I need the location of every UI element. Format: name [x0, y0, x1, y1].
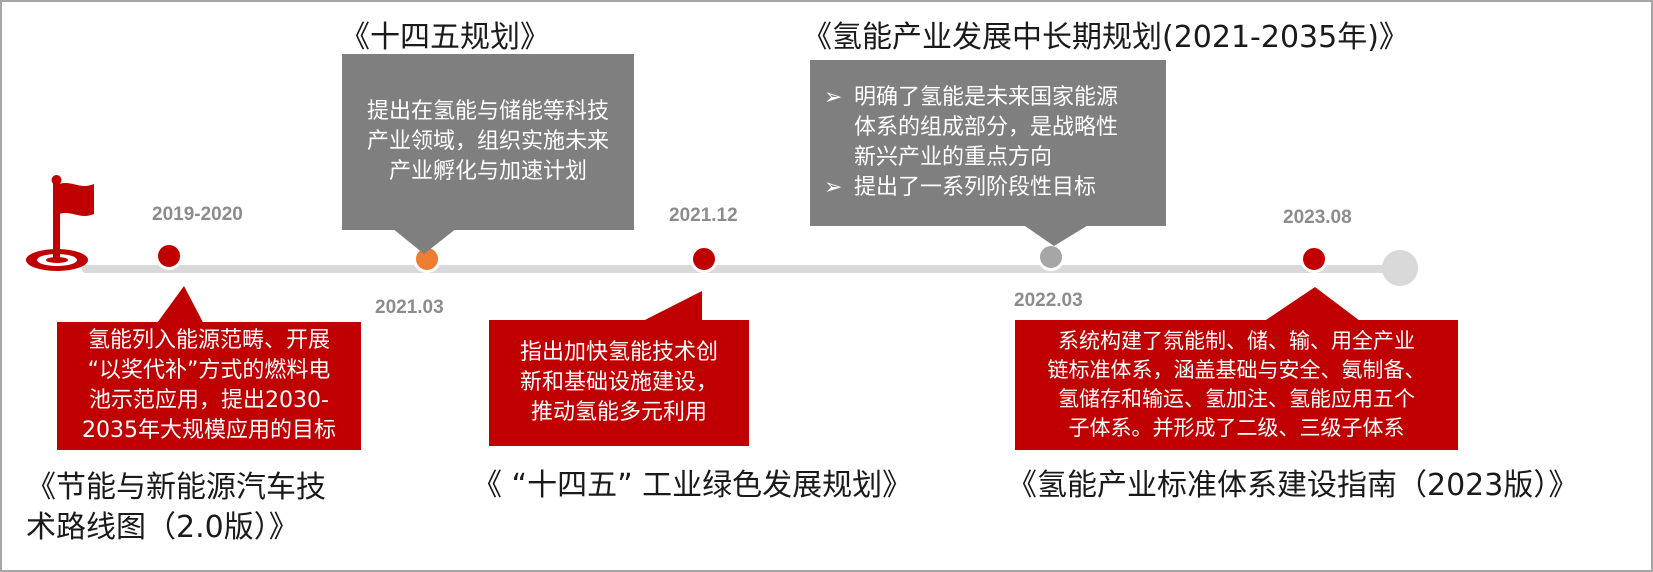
milestone-date: 2019-2020 — [152, 204, 243, 225]
milestone-title: 《十四五规划》 — [340, 20, 550, 55]
arrow-bullet-icon: ➢ — [824, 85, 843, 110]
milestone-date: 2021.12 — [669, 205, 738, 226]
milestone-title: 《氢能产业发展中长期规划(2021-2035年)》 — [802, 20, 1409, 55]
milestone-title: 《节能与新能源汽车技 术路线图（2.0版）》 — [26, 470, 326, 545]
callout-text: 系统构建了氛能制、储、输、用全产业 链标准体系，涵盖基础与安全、氨制备、 氢储存… — [1047, 329, 1426, 440]
milestone-callout: 提出在氢能与储能等科技 产业领域，组织实施未来 产业孵化与加速计划 — [342, 54, 634, 230]
callout-text: 提出在氢能与储能等科技 产业领域，组织实施未来 产业孵化与加速计划 — [366, 99, 609, 184]
milestone-callout: ➢ 明确了氢能是未来国家能源 体系的组成部分，是战略性 新兴产业的重点方向 ➢ … — [810, 60, 1166, 226]
milestone-callout: 氢能列入能源范畴、开展 “以奖代补”方式的燃料电 池示范应用，提出2030- 2… — [57, 322, 361, 450]
milestone-dot — [690, 245, 718, 273]
milestone-title: 《 “十四五” 工业绿色发展规划》 — [472, 468, 913, 503]
callout-text: 氢能列入能源范畴、开展 “以奖代补”方式的燃料电 池示范应用，提出2030- 2… — [82, 328, 336, 443]
milestone-dot — [1037, 243, 1065, 271]
bullet-item: ➢ 明确了氢能是未来国家能源 体系的组成部分，是战略性 新兴产业的重点方向 — [824, 85, 1119, 170]
milestone-dot — [1300, 245, 1328, 273]
milestone-callout: 系统构建了氛能制、储、输、用全产业 链标准体系，涵盖基础与安全、氨制备、 氢储存… — [1015, 320, 1458, 450]
arrow-bullet-icon: ➢ — [824, 175, 843, 200]
timeline-track — [82, 265, 1402, 273]
milestone-title: 《氢能产业标准体系建设指南（2023版）》 — [1007, 468, 1579, 503]
bullet-item: ➢ 提出了一系列阶段性目标 — [824, 173, 1118, 203]
milestone-callout: 指出加快氢能技术创 新和基础设施建设， 推动氢能多元利用 — [489, 320, 749, 446]
milestone-date: 2023.08 — [1283, 207, 1352, 228]
callout-text: 指出加快氢能技术创 新和基础设施建设， 推动氢能多元利用 — [519, 340, 718, 425]
milestone-date: 2021.03 — [375, 297, 444, 318]
timeline-end-cap — [1382, 250, 1418, 286]
milestone-dot — [155, 242, 183, 270]
callout-bullet-list: ➢ 明确了氢能是未来国家能源 体系的组成部分，是战略性 新兴产业的重点方向 ➢ … — [824, 83, 1118, 203]
flag-icon — [26, 175, 94, 271]
milestone-date: 2022.03 — [1014, 290, 1083, 311]
